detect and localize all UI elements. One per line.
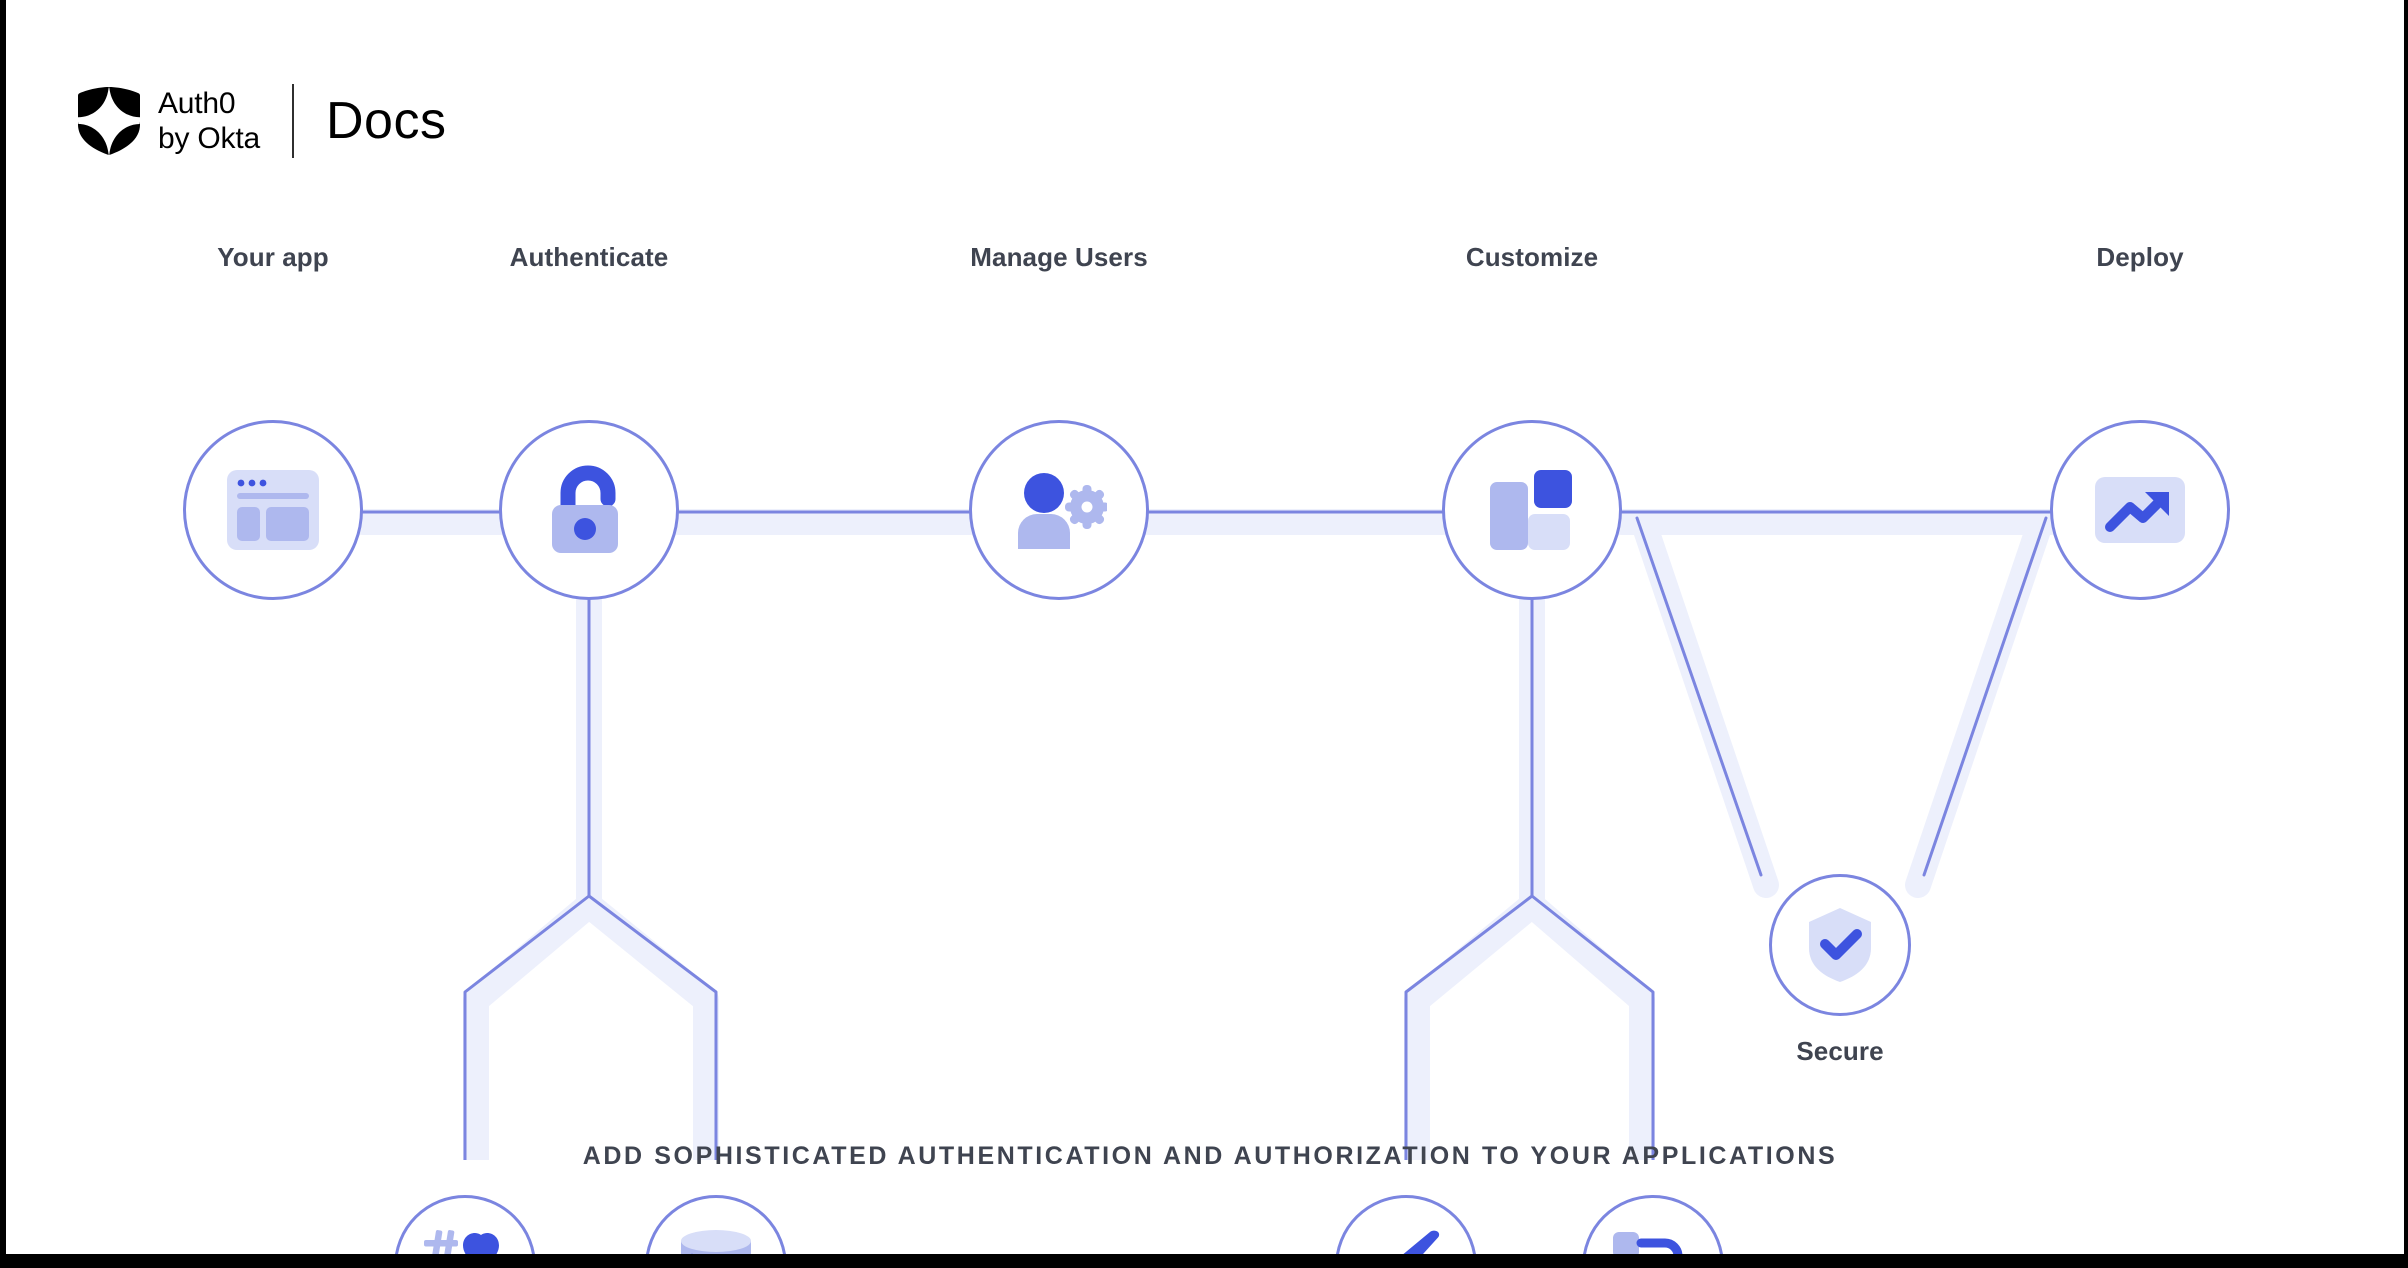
header-divider — [291, 84, 294, 158]
connector-line-layer — [361, 510, 2052, 1160]
trending-up-icon — [2095, 477, 2185, 543]
node-label-your-app: Your app — [217, 242, 329, 272]
page-tagline: ADD SOPHISTICATED AUTHENTICATION AND AUT… — [582, 1142, 1838, 1170]
node-label-customize: Customize — [1465, 242, 1599, 272]
docs-title: Docs — [325, 92, 447, 150]
brand-line-1: Auth0 — [158, 86, 236, 120]
browser-window-icon — [227, 470, 319, 550]
node-social-connections[interactable] — [394, 1195, 536, 1254]
open-lock-icon — [552, 465, 618, 553]
node-label-manage-users: Manage Users — [970, 242, 1148, 272]
heart-glyph — [463, 1233, 499, 1254]
node-database[interactable] — [645, 1195, 787, 1254]
hashtag-glyph — [424, 1230, 458, 1254]
node-manage-users[interactable] — [969, 420, 1149, 600]
brand-wordmark: Auth0 by Okta — [158, 86, 260, 157]
node-secure[interactable] — [1769, 874, 1911, 1016]
paintbrush-icon — [1403, 1230, 1440, 1254]
diagram-connectors — [350, 509, 2063, 1160]
node-deploy[interactable] — [2050, 420, 2230, 600]
shield-check-icon — [1809, 908, 1871, 982]
node-branding[interactable] — [1335, 1195, 1477, 1254]
auth0-shield-icon — [78, 87, 140, 155]
journey-diagram: Your app Authenticate Manage Users — [6, 242, 2404, 1254]
layout-blocks-icon — [1490, 470, 1572, 550]
user-settings-icon — [1018, 473, 1107, 549]
node-authenticate[interactable] — [499, 420, 679, 600]
node-actions-flow[interactable] — [1582, 1195, 1724, 1254]
node-customize[interactable] — [1442, 420, 1622, 600]
node-label-authenticate: Authenticate — [509, 242, 669, 272]
site-logo[interactable]: Auth0 by Okta Docs — [78, 82, 446, 160]
node-label-secure: Secure — [1796, 1036, 1884, 1066]
flow-connector-icon — [1613, 1232, 1683, 1254]
social-connections-icon — [424, 1230, 499, 1254]
database-icon — [681, 1230, 751, 1254]
node-label-deploy: Deploy — [2096, 242, 2184, 272]
node-your-app[interactable] — [183, 420, 363, 600]
brand-line-2: by Okta — [158, 122, 260, 155]
